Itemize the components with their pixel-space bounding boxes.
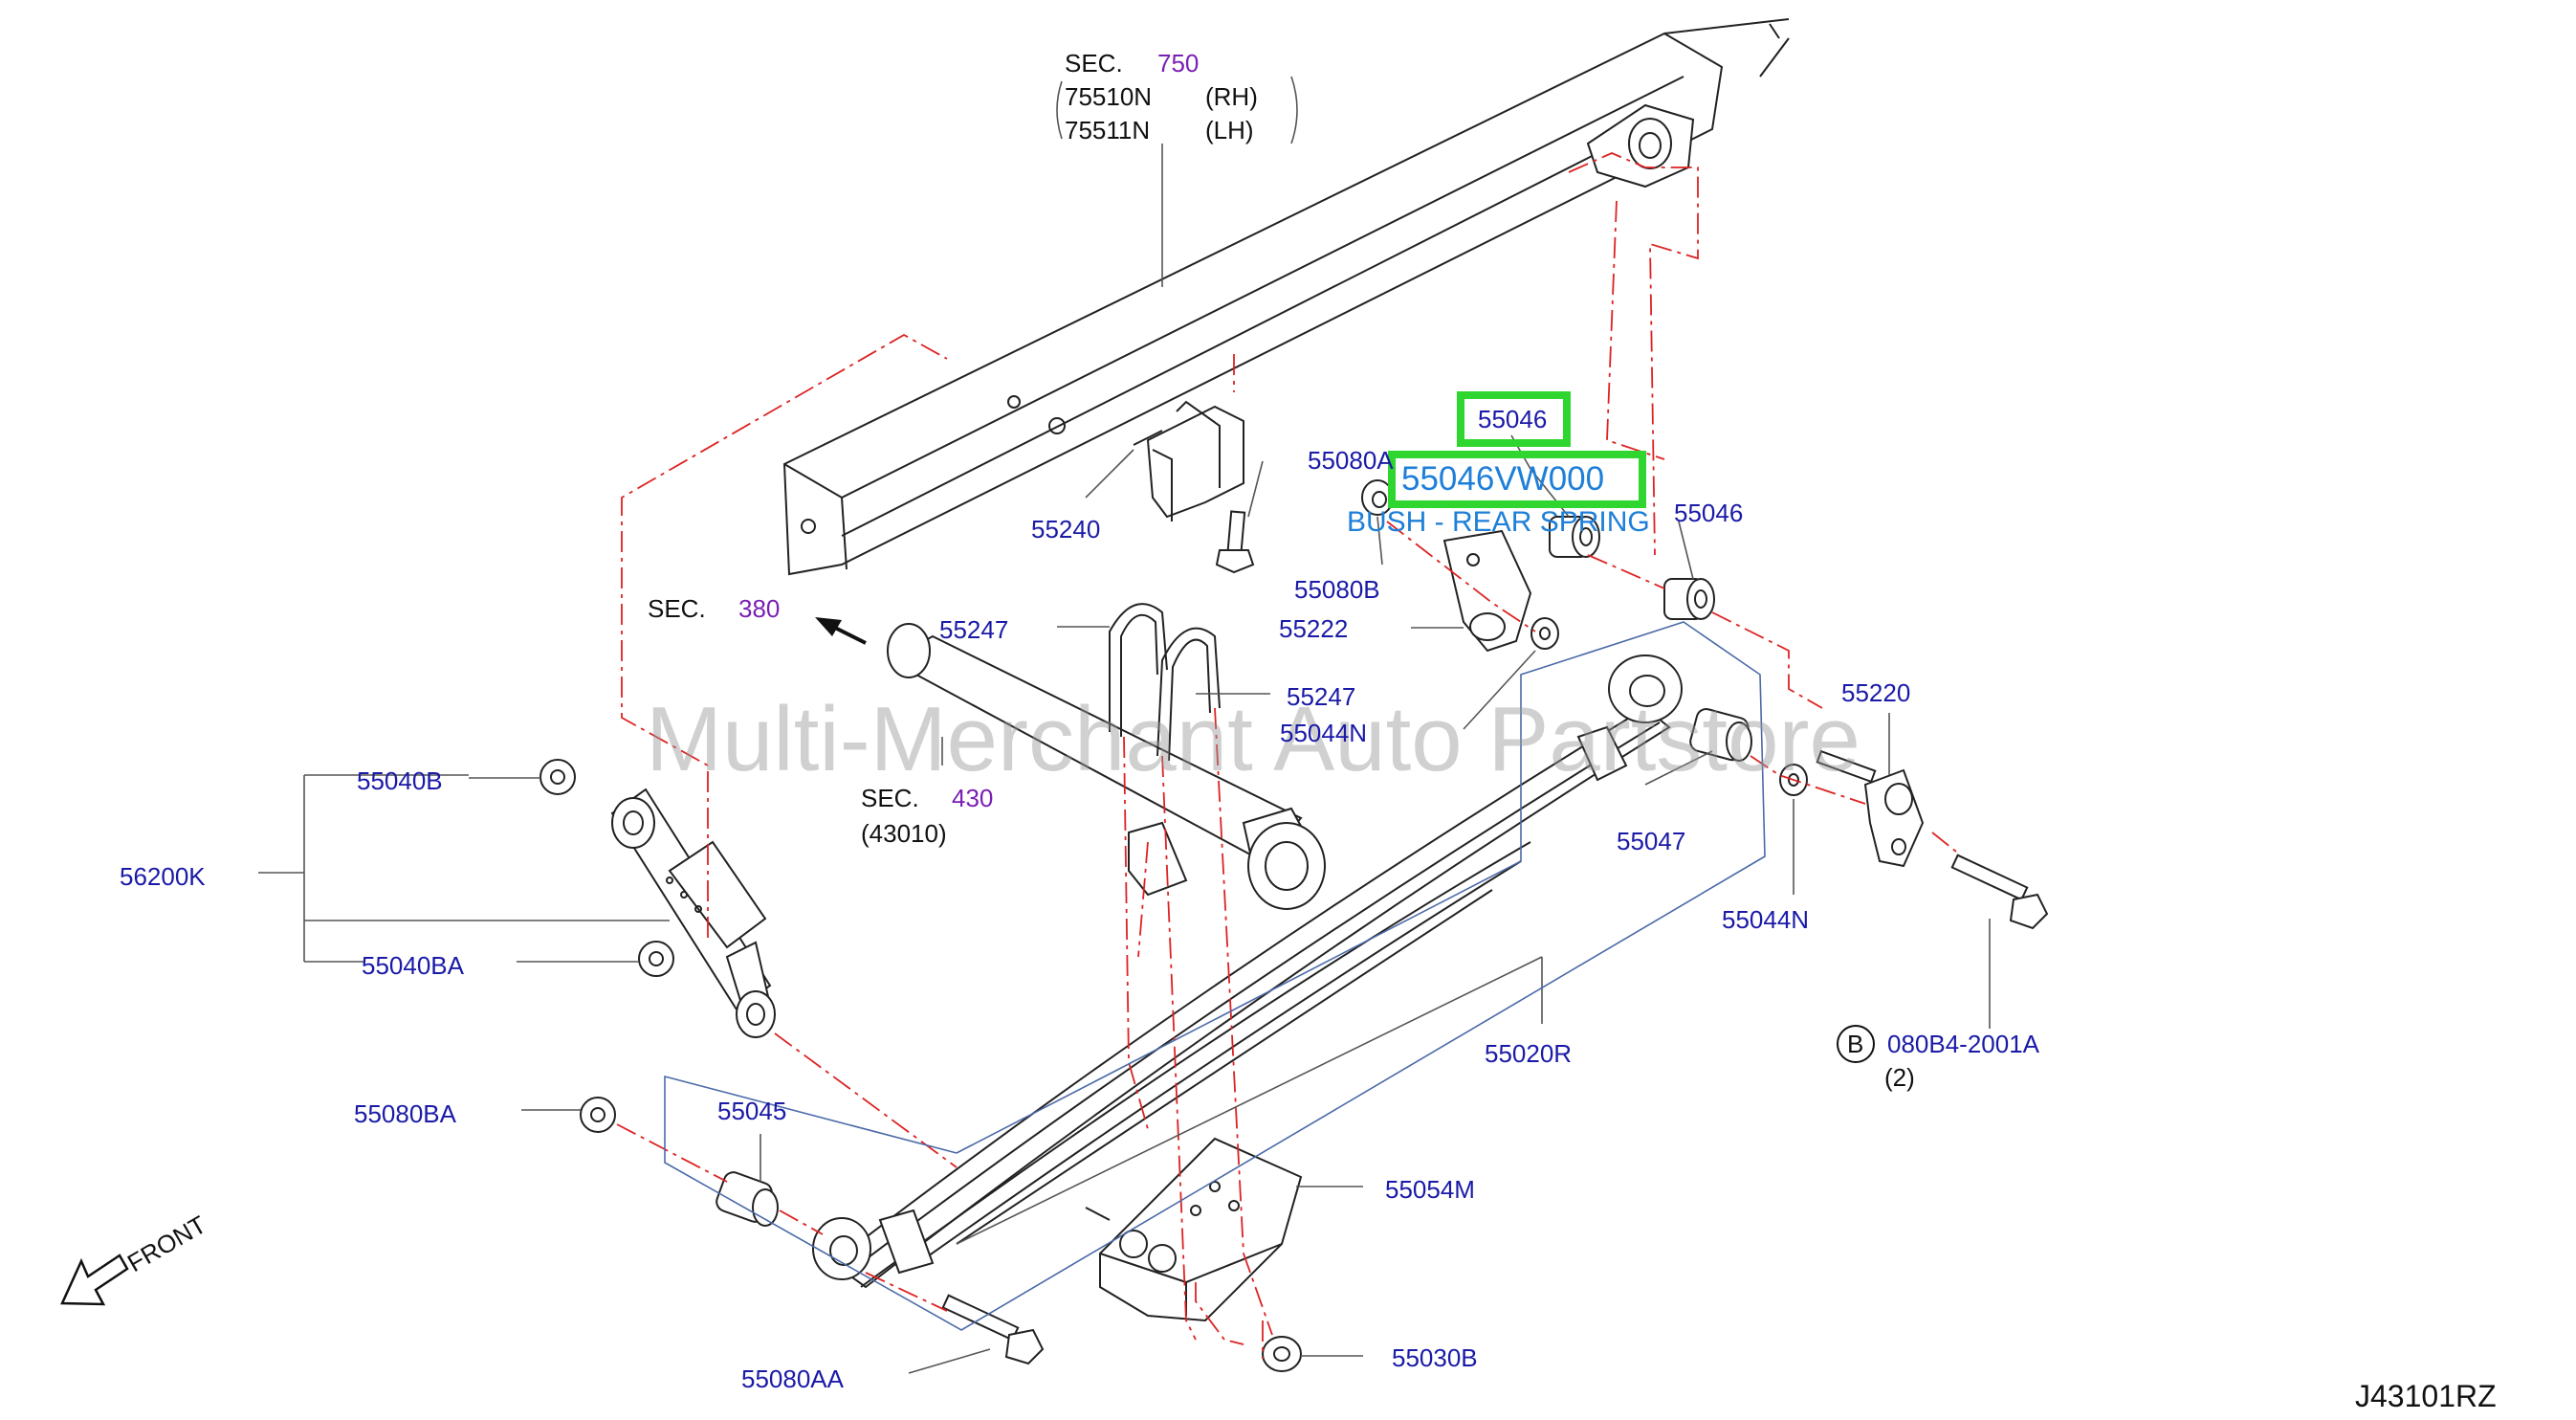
- shackle-plate-55220[interactable]: [1816, 749, 1925, 868]
- bolt-55080a[interactable]: [1215, 510, 1255, 574]
- label-080b4-2001a[interactable]: 080B4-2001A: [1887, 1030, 2040, 1058]
- assembly-frame: [664, 621, 1766, 1331]
- arrow-to-sec380: [815, 617, 867, 645]
- sec380-num[interactable]: 380: [738, 594, 780, 623]
- shackle-55222[interactable]: [1442, 529, 1532, 653]
- sec750-lh-side: (LH): [1205, 116, 1254, 144]
- frame-rail[interactable]: [782, 18, 1790, 576]
- bolt-080b4[interactable]: [1950, 854, 2049, 930]
- axle-tube[interactable]: [887, 623, 1326, 910]
- label-55046-right[interactable]: 55046: [1674, 499, 1743, 527]
- leaf-spring[interactable]: [812, 655, 1683, 1289]
- sec430-num[interactable]: 430: [952, 784, 993, 812]
- label-55247-a[interactable]: 55247: [939, 615, 1008, 644]
- bump-stop-bracket[interactable]: [1133, 400, 1244, 521]
- u-bolt-55247-b[interactable]: [1156, 627, 1221, 762]
- dashed-guide-lines: [616, 152, 1957, 1359]
- front-direction-indicator: FRONT: [60, 1209, 211, 1306]
- sec750-lh: 75511N: [1065, 116, 1150, 144]
- u-bolt-55247-a[interactable]: [1109, 603, 1168, 737]
- nut-55030b[interactable]: [1262, 1336, 1302, 1372]
- label-56200k[interactable]: 56200K: [120, 862, 206, 891]
- front-label: FRONT: [122, 1209, 211, 1277]
- leader-lines: [258, 76, 1991, 1374]
- drawing-code: J43101RZ: [2355, 1379, 2497, 1413]
- label-55222[interactable]: 55222: [1279, 614, 1348, 643]
- highlight-part-number-box: [1388, 451, 1646, 508]
- label-080b4-qty: (2): [1884, 1063, 1915, 1092]
- nut-55040ba[interactable]: [638, 941, 674, 977]
- label-55080a[interactable]: 55080A: [1308, 446, 1394, 475]
- bushing-55045[interactable]: [714, 1169, 779, 1227]
- highlight-callout-box: [1457, 391, 1571, 447]
- sec750-rh: 75510N: [1065, 82, 1152, 111]
- label-55247-b[interactable]: 55247: [1287, 682, 1355, 711]
- label-55040ba[interactable]: 55040BA: [362, 951, 465, 980]
- sec430-prefix: SEC.: [861, 784, 919, 812]
- label-55045[interactable]: 55045: [717, 1097, 786, 1125]
- sec750-prefix: SEC.: [1065, 49, 1123, 78]
- nut-55080ba[interactable]: [580, 1097, 616, 1133]
- label-55040b[interactable]: 55040B: [357, 766, 443, 795]
- washer-55044n-top[interactable]: [1530, 617, 1559, 650]
- label-55047[interactable]: 55047: [1617, 827, 1685, 855]
- label-55044n-top[interactable]: 55044N: [1280, 719, 1367, 747]
- highlight-description: BUSH - REAR SPRING: [1347, 506, 1650, 538]
- label-55054m[interactable]: 55054M: [1385, 1175, 1475, 1204]
- label-55020r[interactable]: 55020R: [1485, 1039, 1572, 1068]
- label-55240[interactable]: 55240: [1031, 515, 1100, 544]
- label-55080b[interactable]: 55080B: [1294, 575, 1380, 604]
- sec750-num[interactable]: 750: [1157, 49, 1199, 78]
- highlight-part-number[interactable]: 55046VW000: [1401, 460, 1604, 498]
- sec430-sub: (43010): [861, 819, 947, 848]
- shock-absorber[interactable]: [610, 788, 776, 1038]
- label-55080aa[interactable]: 55080AA: [741, 1365, 845, 1393]
- bolt-group-b-callout[interactable]: B: [1837, 1025, 1875, 1063]
- bushing-55047[interactable]: [1688, 707, 1752, 763]
- label-55220[interactable]: 55220: [1841, 678, 1910, 707]
- sec750-rh-side: (RH): [1205, 82, 1258, 111]
- b-letter: B: [1847, 1030, 1863, 1058]
- sec380-prefix: SEC.: [648, 594, 706, 623]
- nut-55040b[interactable]: [539, 759, 576, 795]
- label-55030b[interactable]: 55030B: [1392, 1343, 1478, 1372]
- highlight-callout[interactable]: 55046: [1478, 405, 1547, 433]
- spring-seat-plate[interactable]: [1085, 1137, 1303, 1322]
- bolt-55080aa[interactable]: [941, 1294, 1045, 1365]
- bushing-55046-right[interactable]: [1663, 578, 1715, 620]
- label-55080ba[interactable]: 55080BA: [354, 1099, 457, 1128]
- label-55044n-right[interactable]: 55044N: [1722, 905, 1809, 934]
- watermark: Multi-Merchant Auto Partstore: [646, 688, 1860, 790]
